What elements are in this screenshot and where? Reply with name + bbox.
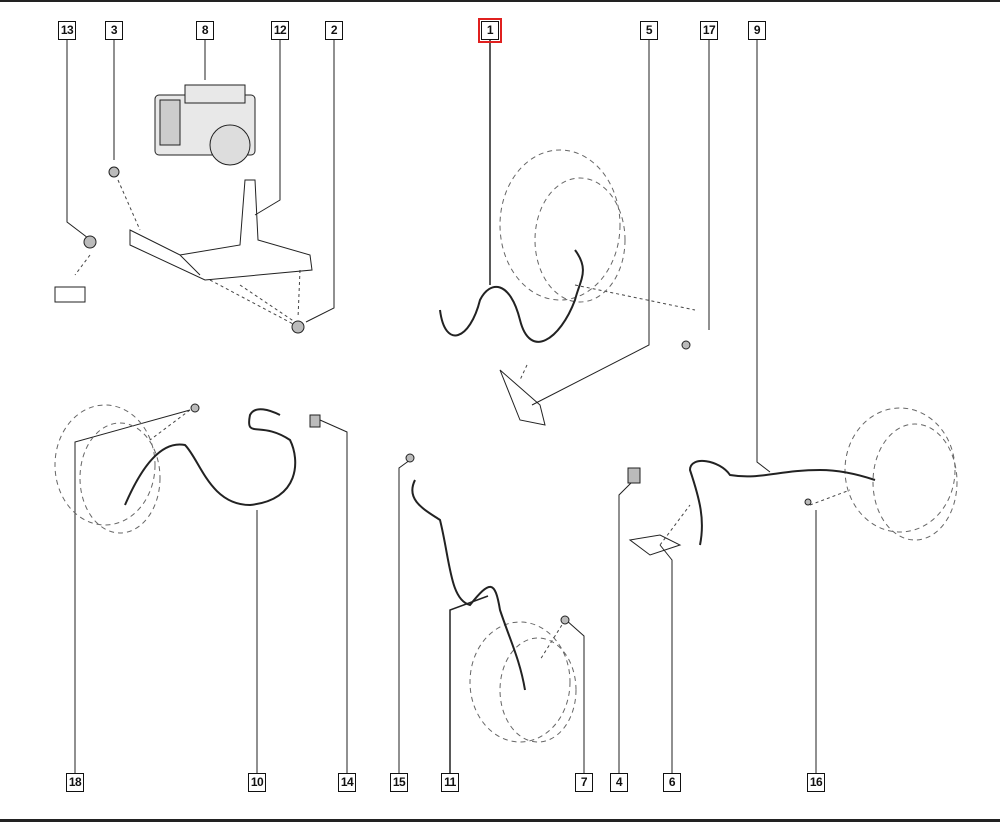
part-callout-8[interactable]: 8 [196,21,214,40]
part-callout-12[interactable]: 12 [271,21,289,40]
part-callout-17[interactable]: 17 [700,21,718,40]
part-callout-3[interactable]: 3 [105,21,123,40]
part-callout-9[interactable]: 9 [748,21,766,40]
wheels [54,149,958,743]
leader-lines [66,39,817,773]
part-callout-13[interactable]: 13 [58,21,76,40]
top-border [0,0,1000,2]
part-callout-5[interactable]: 5 [640,21,658,40]
part-callout-2[interactable]: 2 [325,21,343,40]
part-callout-4[interactable]: 4 [610,773,628,792]
part-callout-6[interactable]: 6 [663,773,681,792]
abs-hydraulic-unit [154,84,256,166]
part-callout-16[interactable]: 16 [807,773,825,792]
part-callout-1[interactable]: 1 [478,18,502,43]
part-callout-14[interactable]: 14 [338,773,356,792]
part-callout-7[interactable]: 7 [575,773,593,792]
part-callout-11[interactable]: 11 [441,773,459,792]
part-callout-10[interactable]: 10 [248,773,266,792]
sensor-cables [124,249,876,691]
bracket [129,179,313,281]
bottom-border [0,819,1000,822]
part-callout-15[interactable]: 15 [390,773,408,792]
part-callout-18[interactable]: 18 [66,773,84,792]
